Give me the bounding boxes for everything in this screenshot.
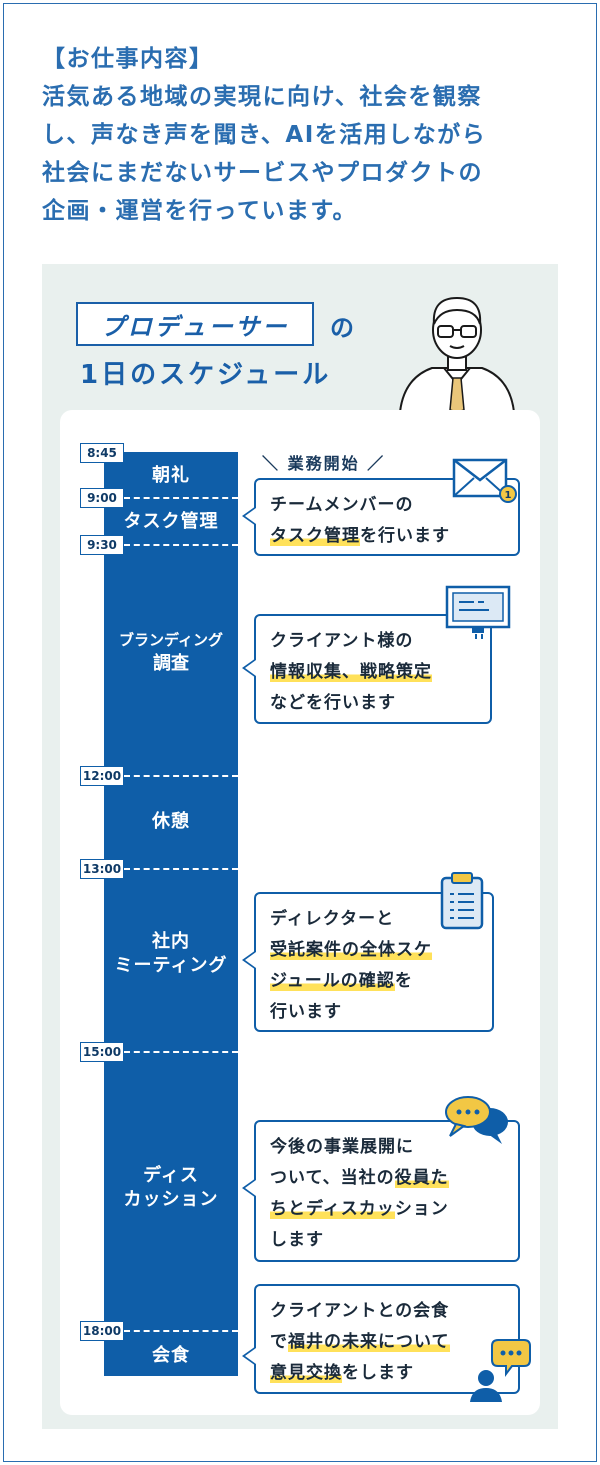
description-line: ディレクターと — [270, 909, 395, 929]
time-divider — [124, 497, 238, 499]
chat-bubbles-icon — [445, 1096, 508, 1144]
start-work-label: ＼ 業務開始 ／ — [262, 454, 386, 473]
time-label: 9:00 — [80, 488, 124, 508]
description-line: ついて、当社の役員た — [270, 1163, 504, 1194]
title-particle: の — [330, 314, 354, 342]
time-divider — [124, 868, 238, 870]
activity-internal-meeting: 社内 ミーティング — [104, 930, 238, 978]
description-dinner: クライアントとの会食 で福井の未来について 意見交換をします — [242, 1284, 520, 1394]
description-line: 情報収集、戦略策定 — [270, 657, 476, 688]
description-discussion: 今後の事業展開に ついて、当社の役員た ちとディスカッション します — [242, 1120, 520, 1262]
highlight-text: 福井の未来について — [288, 1332, 450, 1352]
description-line: 今後の事業展開に — [270, 1137, 414, 1157]
job-description: 【お仕事内容】 活気ある地域の実現に向け、社会を観察 し、声なき声を聞き、AIを… — [42, 40, 562, 230]
svg-text:1: 1 — [505, 490, 512, 501]
activity-line: 社内 — [152, 931, 190, 952]
time-label: 18:00 — [80, 1321, 124, 1341]
time-divider — [124, 1051, 238, 1053]
time-label: 12:00 — [80, 766, 124, 786]
description-line: チームメンバーの — [270, 495, 414, 515]
clipboard-icon — [440, 872, 484, 930]
role-title: プロデューサー — [76, 302, 314, 346]
time-divider — [124, 544, 238, 546]
time-label: 15:00 — [80, 1042, 124, 1062]
highlight-text: 情報収集、戦略策定 — [270, 662, 432, 682]
activity-task-management: タスク管理 — [123, 511, 219, 532]
description-line: ジュールの確認を — [270, 966, 478, 997]
description-line: で福井の未来について — [270, 1327, 504, 1358]
schedule-title: 1日のスケジュール — [80, 360, 332, 390]
highlight-text: タスク管理 — [270, 526, 360, 546]
time-label: 8:45 — [80, 443, 124, 463]
job-text-line: 社会にまだないサービスやプロダクトの — [42, 160, 483, 186]
description-line: クライアントとの会食 — [270, 1301, 450, 1321]
time-label: 9:30 — [80, 535, 124, 555]
producer-illustration — [398, 296, 516, 412]
activity-morning-meeting: 朝礼 — [152, 465, 190, 486]
activity-line: カッション — [123, 1189, 219, 1210]
description-text: ついて、当社の — [270, 1168, 395, 1188]
job-text-line: 企画・運営を行っています。 — [42, 198, 358, 224]
job-text-line: 活気ある地域の実現に向け、社会を観察 — [42, 84, 482, 110]
description-line: タスク管理を行います — [270, 521, 504, 552]
outer-frame — [3, 3, 597, 1462]
timeline-bar — [104, 452, 238, 1376]
activity-dinner: 会食 — [152, 1345, 190, 1366]
activity-discussion: ディス カッション — [104, 1164, 238, 1212]
time-label: 13:00 — [80, 859, 124, 879]
description-line: します — [270, 1230, 324, 1250]
description-line: 意見交換をします — [270, 1358, 504, 1389]
description-branding: クライアント様の 情報収集、戦略策定 などを行います — [242, 614, 492, 724]
description-line: クライアント様の — [270, 631, 414, 651]
time-divider — [124, 1330, 238, 1332]
description-line: などを行います — [270, 693, 396, 713]
highlight-text: 受託案件の全体スケ — [270, 940, 432, 960]
description-text: を — [394, 971, 413, 991]
monitor-icon — [445, 585, 511, 639]
activity-line: ディス — [143, 1165, 199, 1186]
description-task-management: チームメンバーの タスク管理を行います — [242, 478, 520, 556]
job-text-line: し、声なき声を聞き、AIを活用しながら — [42, 122, 487, 148]
description-text: を行います — [360, 526, 450, 546]
description-text: ション — [394, 1199, 449, 1219]
start-work-text: 業務開始 — [287, 454, 360, 473]
person-chat-icon — [470, 1339, 531, 1402]
description-line: ちとディスカッション — [270, 1194, 504, 1225]
activity-break: 休憩 — [152, 811, 190, 832]
time-divider — [124, 775, 238, 777]
job-heading: 【お仕事内容】 — [42, 46, 214, 72]
highlight-text: 意見交換 — [270, 1363, 342, 1383]
highlight-text: ちとディスカッ — [270, 1199, 395, 1219]
activity-line: ブランディング — [119, 631, 223, 649]
description-line: 受託案件の全体スケ — [270, 935, 478, 966]
description-text: をします — [342, 1363, 414, 1383]
highlight-text: 役員た — [394, 1168, 449, 1188]
activity-branding-research: ブランディング 調査 — [104, 628, 238, 676]
description-text: で — [270, 1332, 288, 1352]
envelope-icon: 1 — [452, 458, 517, 503]
highlight-text: ジュールの確認 — [270, 971, 395, 991]
activity-line: ミーティング — [114, 955, 228, 976]
activity-line: 調査 — [153, 653, 189, 674]
description-line: 行います — [270, 1002, 342, 1022]
